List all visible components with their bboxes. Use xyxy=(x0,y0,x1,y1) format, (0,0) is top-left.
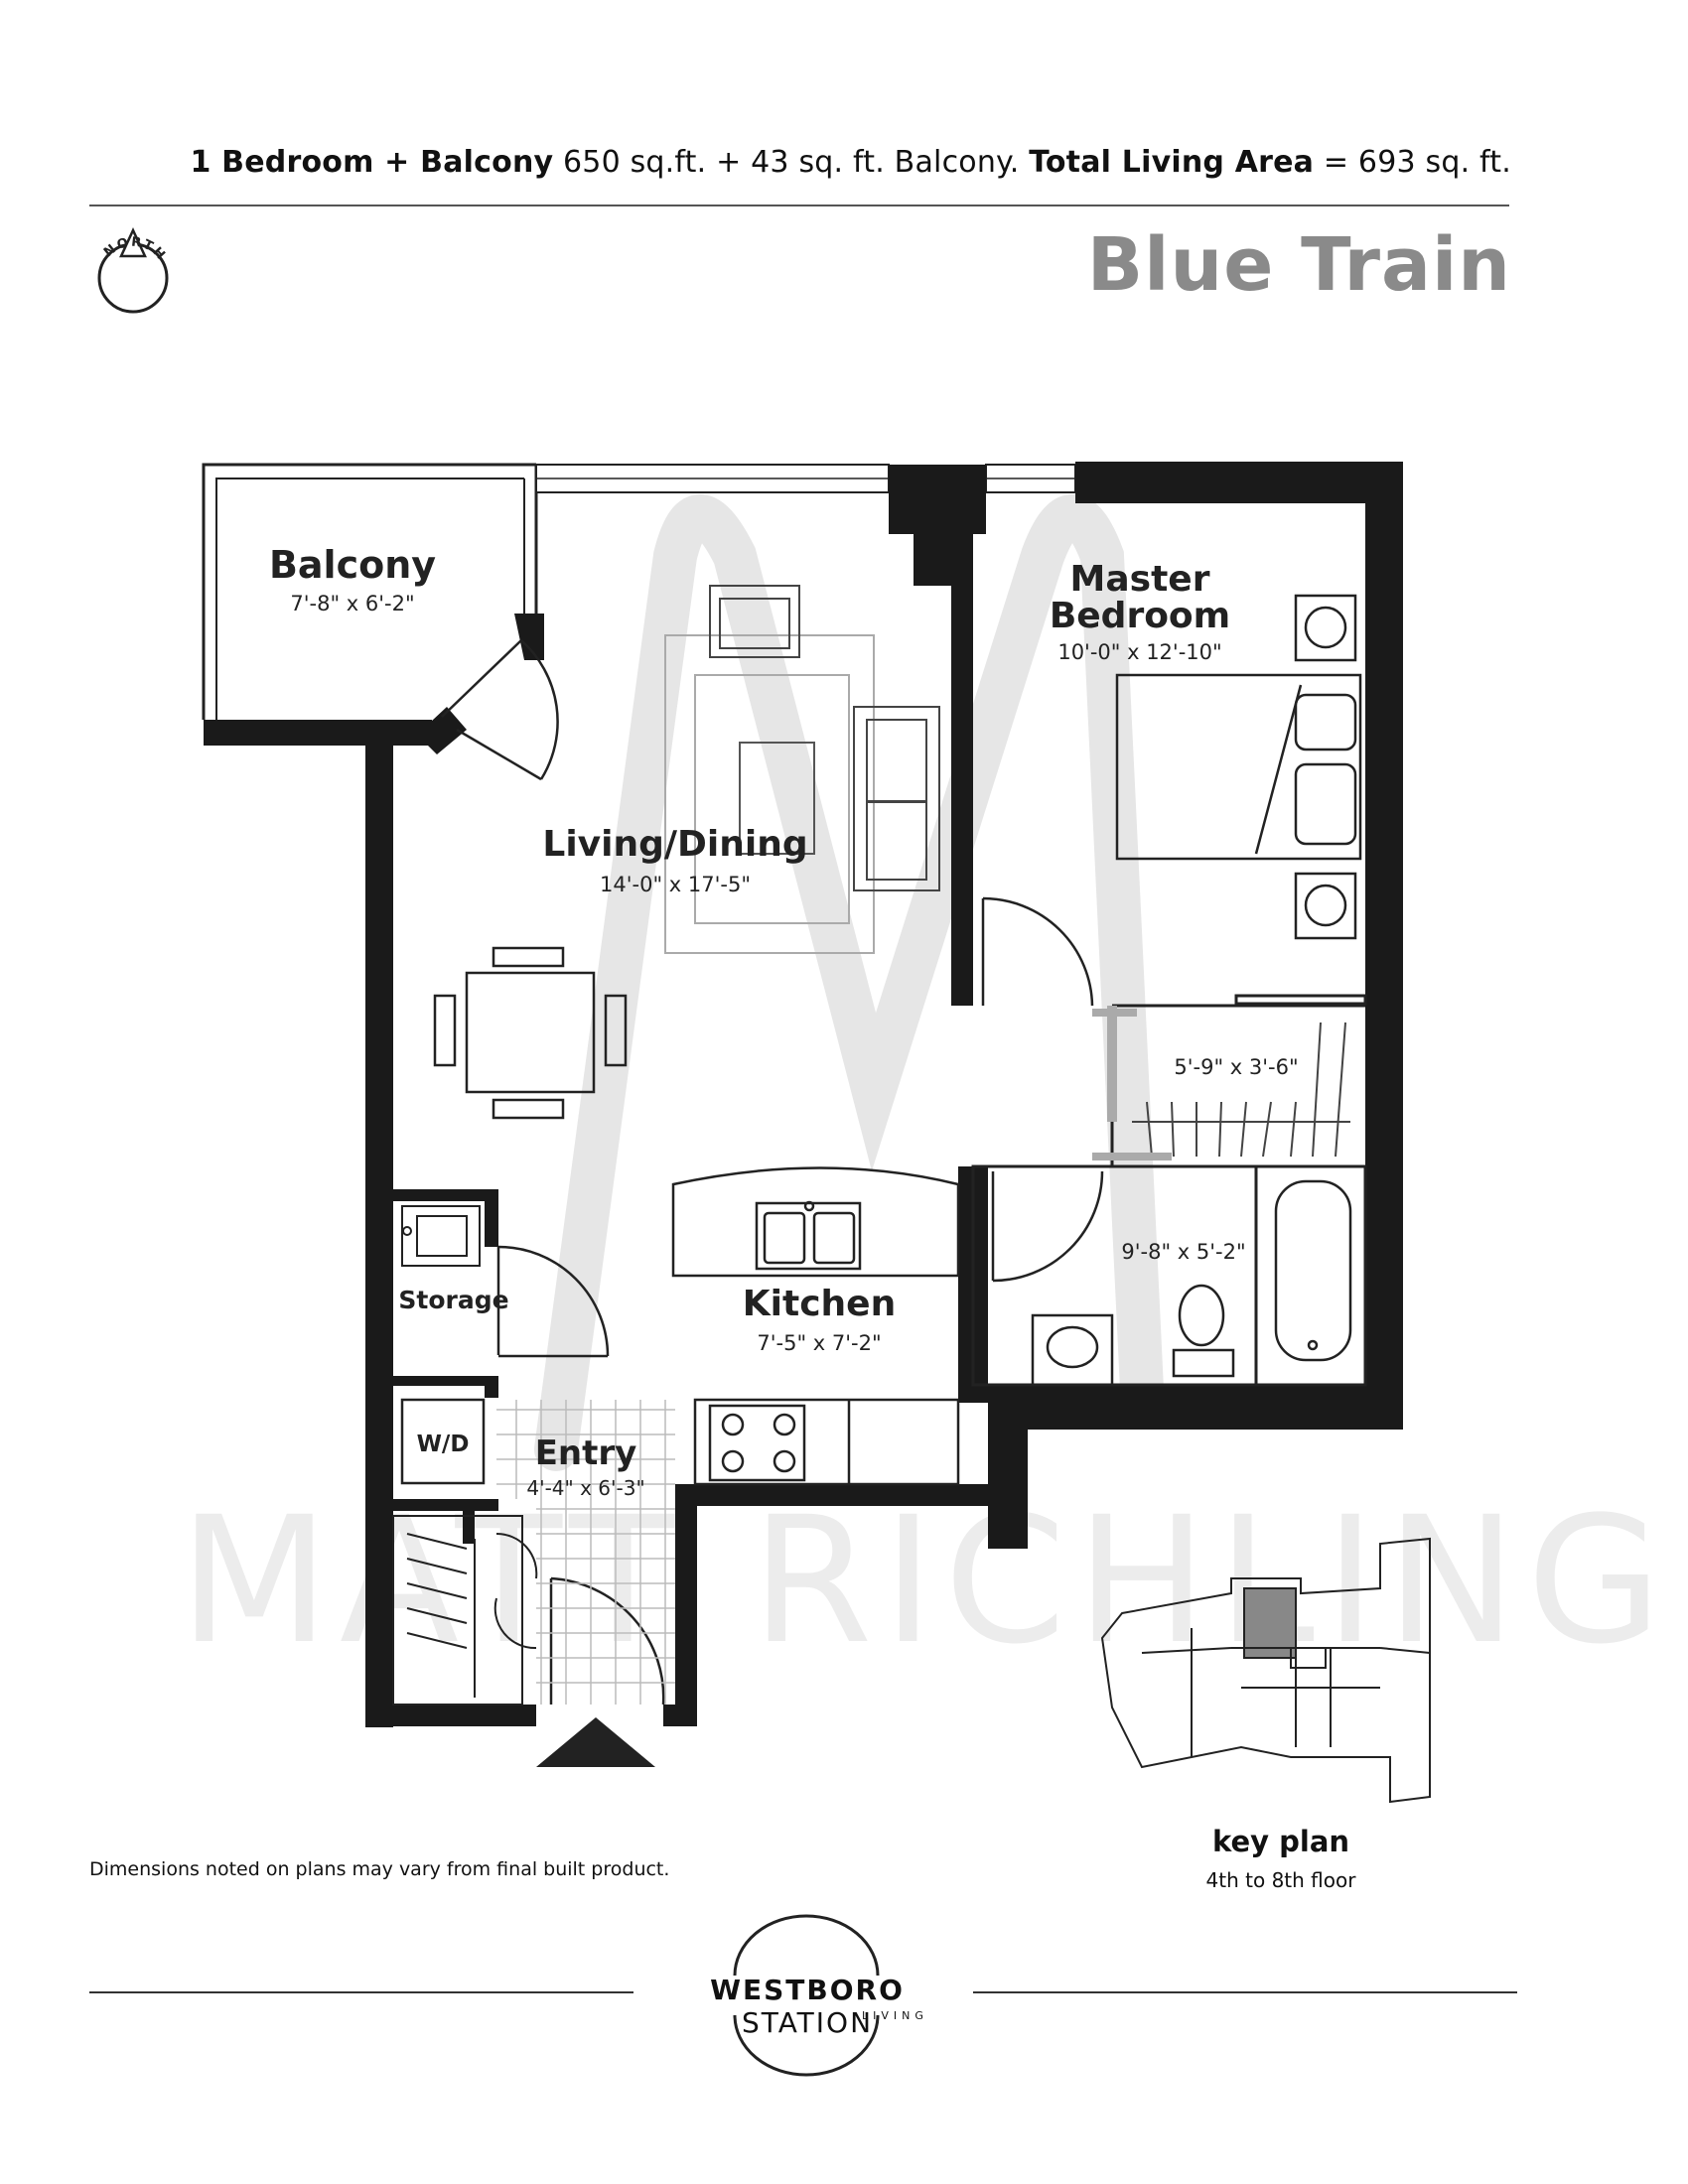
north-arrow-icon: NORTH xyxy=(97,227,169,314)
area-text: 650 sq.ft. + 43 sq. ft. Balcony. xyxy=(553,145,1030,180)
balcony-label: Balcony xyxy=(269,543,436,587)
living-dining-label: Living/Dining xyxy=(542,824,807,865)
balcony-door xyxy=(441,639,559,781)
logo-main-bold: WESTBORO xyxy=(710,1974,905,2006)
closet-hangers xyxy=(1132,1022,1350,1158)
kitchen-dim: 7'-5" x 7'-2" xyxy=(757,1331,881,1355)
bathroom-dim: 9'-8" x 5'-2" xyxy=(1121,1240,1245,1264)
total-value: = 693 sq. ft. xyxy=(1314,145,1511,180)
kitchen-label: Kitchen xyxy=(743,1284,896,1324)
linen-closet xyxy=(392,1515,538,1706)
washer-dryer xyxy=(400,1398,486,1485)
bedroom-label-line1: Master xyxy=(1070,559,1210,600)
entry-dim: 4'-4" x 6'-3" xyxy=(526,1476,644,1500)
key-plan-diagram xyxy=(1100,1537,1431,1804)
closet-outline xyxy=(1110,994,1367,1168)
key-plan-label: key plan xyxy=(1211,1825,1350,1858)
storage-door xyxy=(496,1245,610,1358)
walls xyxy=(204,462,1403,1727)
closet-dim: 5'-9" x 3'-6" xyxy=(1174,1055,1298,1079)
total-label: Total Living Area xyxy=(1029,145,1315,180)
logo-main-light: STATION xyxy=(741,2006,874,2039)
bathroom-fixtures xyxy=(1031,1179,1352,1387)
entry-arrow-icon xyxy=(536,1717,655,1767)
kitchen-island xyxy=(671,1166,960,1278)
washer-dryer-label: W/D xyxy=(417,1432,470,1457)
footer-logo xyxy=(89,1914,1517,2077)
watermark: MATT RICHLING xyxy=(179,1479,1672,1683)
storage-label: Storage xyxy=(398,1286,508,1314)
living-dining-dim: 14'-0" x 17'-5" xyxy=(600,873,751,896)
key-plan-floors: 4th to 8th floor xyxy=(1205,1868,1356,1892)
balcony-area xyxy=(202,463,538,720)
bathroom-door xyxy=(991,1170,1104,1283)
unit-summary: 1 Bedroom + Balcony 650 sq.ft. + 43 sq. … xyxy=(190,145,1511,180)
bed xyxy=(1115,594,1362,940)
logo-wordmark: WESTBORO STATION xyxy=(643,1974,971,2039)
bedroom-label-line2: Bedroom xyxy=(1050,596,1230,636)
entry-door xyxy=(549,1576,665,1706)
bedroom-door xyxy=(981,896,1172,1160)
water-heater xyxy=(401,1205,481,1267)
plan-name: Blue Train xyxy=(1086,222,1511,308)
stove xyxy=(693,1398,960,1486)
window-top xyxy=(535,464,1076,493)
disclaimer: Dimensions noted on plans may vary from … xyxy=(89,1858,670,1880)
logo-sub: LIVING xyxy=(862,2009,928,2022)
bedroom-dim: 10'-0" x 12'-10" xyxy=(1057,640,1221,664)
dining-table xyxy=(433,946,628,1120)
entry-tiles xyxy=(496,1400,675,1705)
unit-type: 1 Bedroom + Balcony xyxy=(190,145,554,180)
living-furniture xyxy=(664,585,940,954)
balcony-dim: 7'-8" x 6'-2" xyxy=(290,592,414,615)
watermark-mark xyxy=(534,494,1164,1471)
entry-label: Entry xyxy=(535,1433,637,1473)
header-divider xyxy=(89,205,1509,206)
